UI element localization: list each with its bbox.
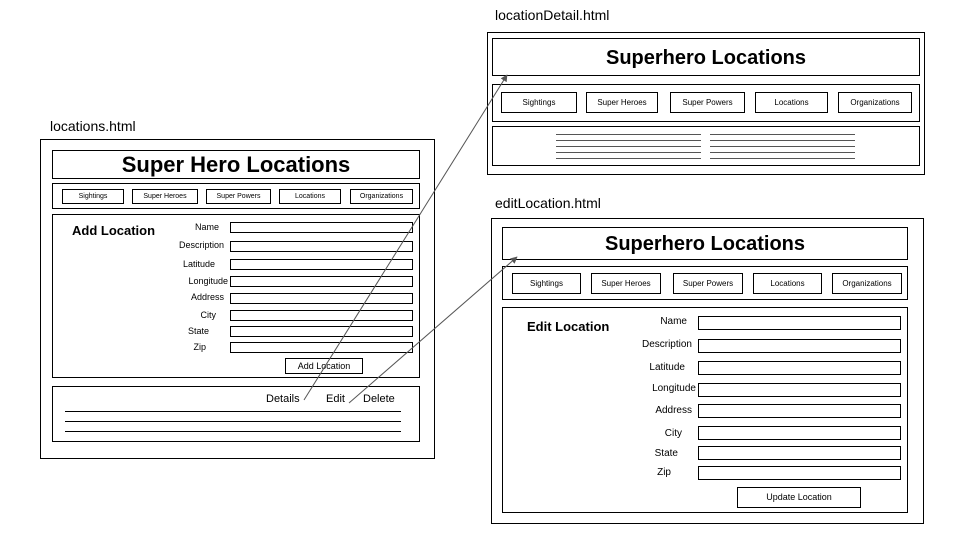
field-label-city: City [664, 428, 682, 439]
description-input[interactable] [698, 339, 901, 353]
list-row-line [65, 421, 401, 422]
zip-input[interactable] [230, 342, 413, 353]
detail-line [710, 140, 855, 141]
field-label-name: Name [660, 316, 687, 327]
detail-line [710, 158, 855, 159]
detail-line [556, 158, 701, 159]
nav-locations[interactable]: Locations [755, 92, 828, 113]
nav-super-heroes[interactable]: Super Heroes [132, 189, 198, 204]
detail-line [710, 152, 855, 153]
list-row-line [65, 411, 401, 412]
add-location-heading: Add Location [72, 223, 156, 238]
field-label-latitude: Latitude [649, 362, 685, 373]
edit-location-heading: Edit Location [527, 319, 610, 334]
field-label-state: State [654, 448, 678, 459]
detail-line [556, 146, 701, 147]
field-label-description: Description [178, 240, 224, 250]
field-label-longitude: Longitude [652, 383, 696, 394]
name-input[interactable] [698, 316, 901, 330]
field-label-city: City [200, 310, 217, 320]
field-label-address: Address [655, 405, 692, 416]
field-label-longitude: Longitude [188, 276, 228, 286]
detail-line [710, 134, 855, 135]
nav-sightings[interactable]: Sightings [501, 92, 577, 113]
longitude-input[interactable] [698, 383, 901, 397]
field-label-name: Name [194, 222, 219, 232]
nav-super-powers[interactable]: Super Powers [673, 273, 743, 294]
detail-line [556, 134, 701, 135]
latitude-input[interactable] [230, 259, 413, 270]
state-input[interactable] [698, 446, 901, 460]
detail-page-caption: locationDetail.html [495, 7, 610, 23]
nav-super-heroes[interactable]: Super Heroes [591, 273, 661, 294]
nav-organizations[interactable]: Organizations [838, 92, 912, 113]
field-label-address: Address [190, 292, 224, 302]
nav-locations[interactable]: Locations [753, 273, 822, 294]
address-input[interactable] [698, 404, 901, 418]
nav-organizations[interactable]: Organizations [832, 273, 902, 294]
detail-line [556, 152, 701, 153]
name-input[interactable] [230, 222, 413, 233]
longitude-input[interactable] [230, 276, 413, 287]
field-label-zip: Zip [657, 467, 671, 478]
nav-locations[interactable]: Locations [279, 189, 341, 204]
update-location-button[interactable]: Update Location [737, 487, 861, 508]
nav-super-powers[interactable]: Super Powers [206, 189, 271, 204]
detail-page-title: Superhero Locations [492, 38, 920, 76]
latitude-input[interactable] [698, 361, 901, 375]
delete-link[interactable]: Delete [363, 393, 395, 405]
nav-organizations[interactable]: Organizations [350, 189, 413, 204]
field-label-state: State [187, 326, 209, 336]
detail-line [710, 146, 855, 147]
locations-page-title: Super Hero Locations [52, 150, 420, 179]
detail-line [556, 140, 701, 141]
city-input[interactable] [698, 426, 901, 440]
list-row-line [65, 431, 401, 432]
description-input[interactable] [230, 241, 413, 252]
state-input[interactable] [230, 326, 413, 337]
field-label-description: Description [641, 339, 692, 350]
city-input[interactable] [230, 310, 413, 321]
edit-link[interactable]: Edit [326, 393, 345, 405]
nav-sightings[interactable]: Sightings [512, 273, 581, 294]
add-location-button[interactable]: Add Location [285, 358, 363, 374]
edit-page-caption: editLocation.html [495, 195, 601, 211]
field-label-zip: Zip [193, 342, 206, 352]
nav-super-heroes[interactable]: Super Heroes [586, 92, 658, 113]
edit-page-title: Superhero Locations [502, 227, 908, 260]
nav-sightings[interactable]: Sightings [62, 189, 124, 204]
nav-super-powers[interactable]: Super Powers [670, 92, 745, 113]
details-link[interactable]: Details [266, 393, 300, 405]
zip-input[interactable] [698, 466, 901, 480]
locations-page-caption: locations.html [50, 118, 136, 134]
address-input[interactable] [230, 293, 413, 304]
field-label-latitude: Latitude [182, 259, 215, 269]
